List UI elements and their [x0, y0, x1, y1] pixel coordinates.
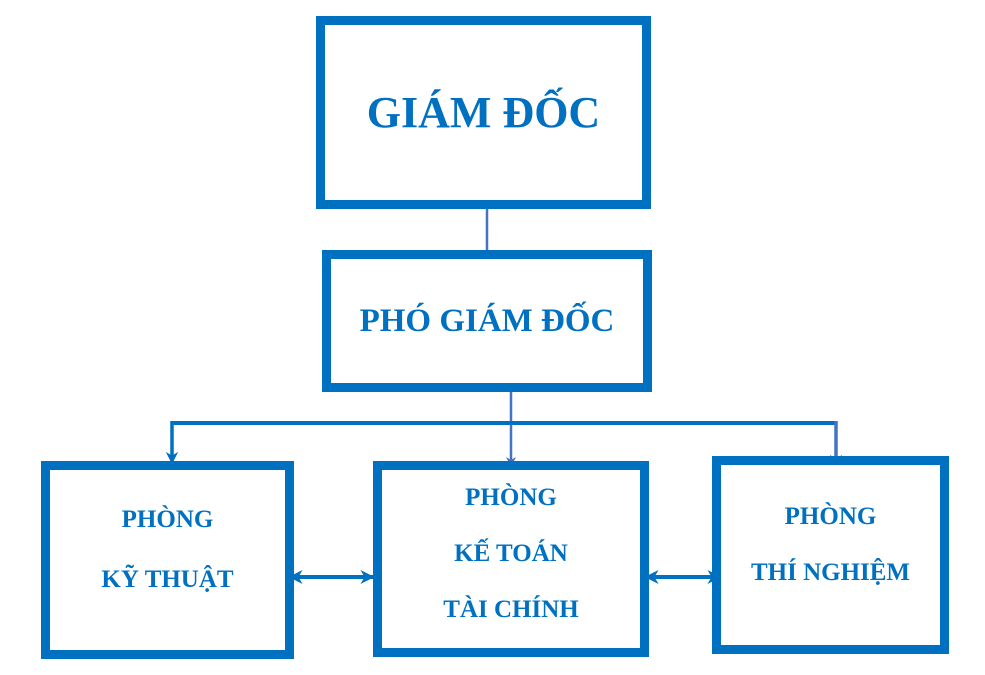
node-lab-line-2: THÍ NGHIỆM [750, 559, 911, 586]
node-finance-line-1: PHÒNG [465, 484, 557, 511]
node-lab-line-1: PHÒNG [784, 503, 877, 530]
node-director-label: GIÁM ĐỐC [366, 88, 601, 137]
node-technical-dept: PHÒNG KỸ THUẬT [41, 461, 294, 659]
node-lab-dept: PHÒNG THÍ NGHIỆM [712, 456, 949, 654]
node-finance-line-3: TÀI CHÍNH [443, 596, 579, 623]
node-deputy-director: PHÓ GIÁM ĐỐC [322, 250, 652, 392]
node-finance-dept: PHÒNG KẾ TOÁN TÀI CHÍNH [373, 461, 649, 657]
node-technical-line-1: PHÒNG [121, 506, 214, 533]
node-director: GIÁM ĐỐC [316, 16, 651, 209]
node-finance-line-2: KẾ TOÁN [454, 540, 568, 567]
node-deputy-director-label: PHÓ GIÁM ĐỐC [359, 302, 615, 339]
node-technical-line-2: KỸ THUẬT [101, 566, 234, 593]
